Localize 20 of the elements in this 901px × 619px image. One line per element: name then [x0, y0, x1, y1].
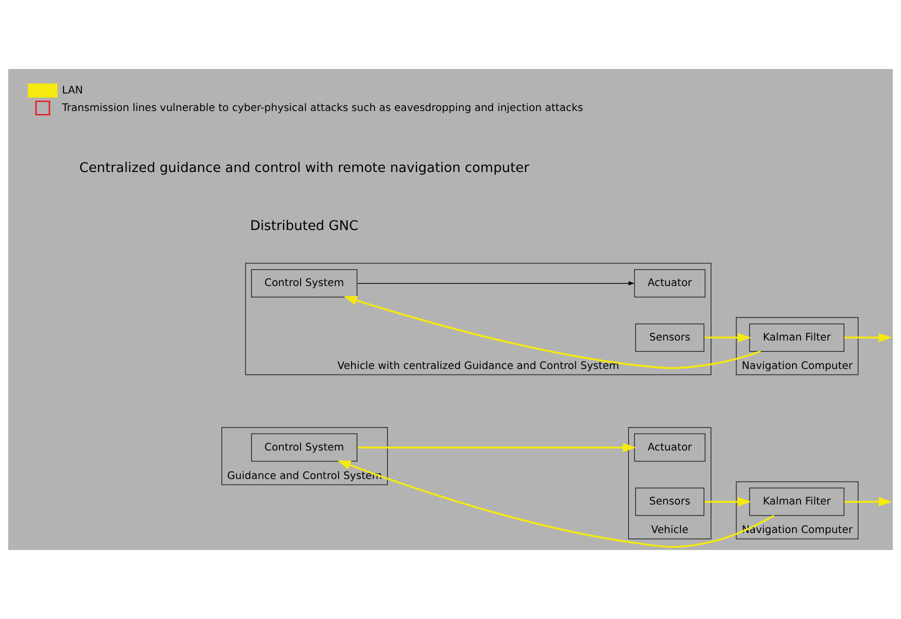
arrow: [704, 497, 752, 506]
arrow: [844, 332, 892, 342]
node-box: Control System: [251, 433, 358, 462]
arrow: [344, 296, 761, 370]
legend-label: LAN: [62, 84, 83, 96]
node-box: Kalman Filter: [749, 488, 844, 516]
node-box: Sensors: [635, 488, 704, 516]
label: Distributed GNC: [250, 219, 358, 234]
arrow: [358, 442, 636, 452]
node-box: Sensors: [635, 323, 704, 352]
legend-label: Transmission lines vulnerable to cyber-physical attacks such as eavesdropping and injection attacks: [62, 102, 584, 114]
node-box: Actuator: [634, 433, 706, 462]
label: Centralized guidance and control with remote navigation computer: [79, 161, 530, 176]
arrow: [357, 281, 634, 286]
node-box: Control System: [251, 269, 358, 298]
arrow: [844, 497, 892, 506]
arrow: [337, 460, 774, 548]
node-box: Kalman Filter: [749, 323, 844, 352]
arrow: [704, 332, 752, 342]
node-box: Actuator: [634, 269, 706, 298]
